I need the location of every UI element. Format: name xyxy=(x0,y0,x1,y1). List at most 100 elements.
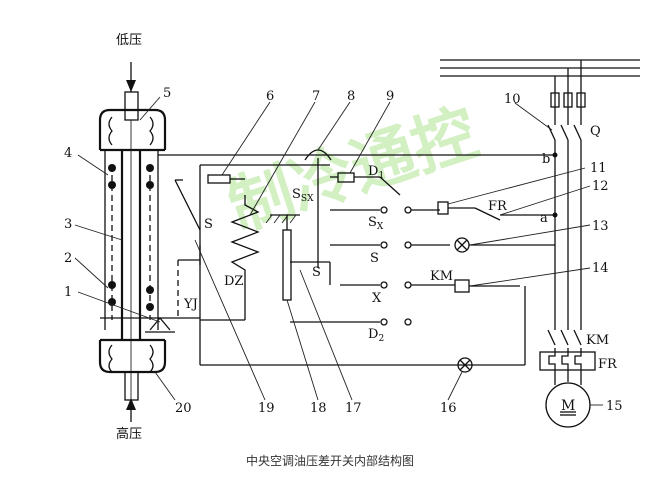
nut-2a xyxy=(108,281,116,289)
lamp-13-cross xyxy=(456,239,468,251)
label-ssx: SSX xyxy=(292,187,314,204)
lamp-16 xyxy=(457,357,473,373)
node-a xyxy=(552,212,558,218)
label-6: 6 xyxy=(266,89,274,104)
lower-pipe xyxy=(124,371,139,401)
lower-bellows xyxy=(108,344,154,373)
pivot xyxy=(145,316,175,333)
label-11: 11 xyxy=(590,161,607,176)
leader-16 xyxy=(447,371,463,401)
leader-13 xyxy=(469,224,591,246)
terminal-11 xyxy=(437,201,449,215)
label-10: 10 xyxy=(504,92,521,107)
leader-10 xyxy=(514,102,553,131)
ssx-contact-a xyxy=(380,206,388,214)
d2-contact-a xyxy=(380,318,388,326)
leader-11 xyxy=(447,167,586,205)
label-15: 15 xyxy=(606,399,623,414)
label-16: 16 xyxy=(440,401,457,416)
label-km-coil: KM xyxy=(430,269,453,284)
label-19: 19 xyxy=(258,401,275,416)
fr-elements xyxy=(548,348,582,372)
nut-2d xyxy=(146,303,154,311)
upper-bellows-housing xyxy=(98,108,167,150)
lamp-16-cross xyxy=(459,359,471,371)
leader-1 xyxy=(77,291,161,323)
label-2: 2 xyxy=(64,251,72,266)
figure-caption: 中央空调油压差开关内部结构图 xyxy=(245,454,414,468)
label-sx: SX xyxy=(368,215,384,232)
label-20: 20 xyxy=(175,401,192,416)
bimetal-18 xyxy=(282,229,292,301)
label-a: a xyxy=(540,211,548,226)
low-pressure-arrow-head xyxy=(126,80,136,92)
s-contact-b xyxy=(404,241,412,249)
label-s-left: S xyxy=(204,217,213,232)
label-q: Q xyxy=(590,124,601,139)
high-pressure-label: 高压 xyxy=(116,426,142,442)
d1-switch xyxy=(379,176,401,196)
x-contact-a xyxy=(380,281,388,289)
heater-dz-coil xyxy=(230,195,260,280)
label-4: 4 xyxy=(64,146,72,161)
leader-20 xyxy=(154,371,176,401)
nut-4a xyxy=(108,164,116,172)
leader-14 xyxy=(469,267,591,287)
q-blade-c xyxy=(573,124,582,141)
label-17: 17 xyxy=(345,401,362,416)
label-9: 9 xyxy=(386,89,394,104)
power-circuit xyxy=(440,59,640,428)
watermark-text: 制冷通控 xyxy=(220,96,486,245)
watermark: 制冷通控 xyxy=(220,96,486,245)
q-blade-b xyxy=(560,124,569,141)
high-pressure-arrow-head xyxy=(126,398,136,410)
label-km-contacts: KM xyxy=(586,333,609,348)
label-14: 14 xyxy=(592,261,609,276)
leader-12 xyxy=(499,185,591,216)
nut-4c xyxy=(108,181,116,189)
q-blade-a xyxy=(547,124,556,141)
label-3: 3 xyxy=(64,217,72,232)
fr-contact xyxy=(474,207,501,221)
km-blade-a xyxy=(547,329,556,346)
label-motor: M xyxy=(561,398,575,414)
label-12: 12 xyxy=(592,179,609,194)
symbol-labels: S DZ YJ SSX D1 SX S S X D2 FR a b Q KM K… xyxy=(183,124,618,414)
leader-lines xyxy=(74,96,603,406)
leader-18 xyxy=(286,299,319,401)
leader-19 xyxy=(194,239,266,401)
label-5: 5 xyxy=(163,86,171,101)
km-blade-c xyxy=(573,329,582,346)
leader-2 xyxy=(74,257,109,289)
nut-4d xyxy=(146,181,154,189)
label-18: 18 xyxy=(310,401,327,416)
leader-7 xyxy=(249,101,316,216)
label-yj: YJ xyxy=(183,297,198,312)
node-b xyxy=(552,152,558,158)
upper-pipe xyxy=(124,91,139,121)
label-dz: DZ xyxy=(224,274,243,289)
s-contact-a xyxy=(380,241,388,249)
leader-9 xyxy=(349,101,391,174)
bimetal-hatch xyxy=(265,214,297,224)
label-b: b xyxy=(542,152,550,167)
label-x: X xyxy=(372,291,382,306)
label-d2: D2 xyxy=(368,327,384,344)
x-contact-b xyxy=(404,281,412,289)
leader-3 xyxy=(74,224,123,241)
leader-17 xyxy=(299,269,353,401)
label-s-mid: S xyxy=(370,251,379,266)
label-1: 1 xyxy=(64,285,72,300)
contact-rows xyxy=(290,206,455,326)
upper-bellows xyxy=(108,116,154,146)
bellows-assembly xyxy=(98,62,200,422)
leader-4 xyxy=(77,154,109,176)
label-d1: D1 xyxy=(368,164,384,181)
low-pressure-label: 低压 xyxy=(116,33,142,48)
leader-8 xyxy=(317,101,351,151)
label-s-low: S xyxy=(312,265,321,280)
leader-5 xyxy=(139,96,161,121)
leader-6 xyxy=(221,101,271,176)
label-7: 7 xyxy=(312,89,320,104)
